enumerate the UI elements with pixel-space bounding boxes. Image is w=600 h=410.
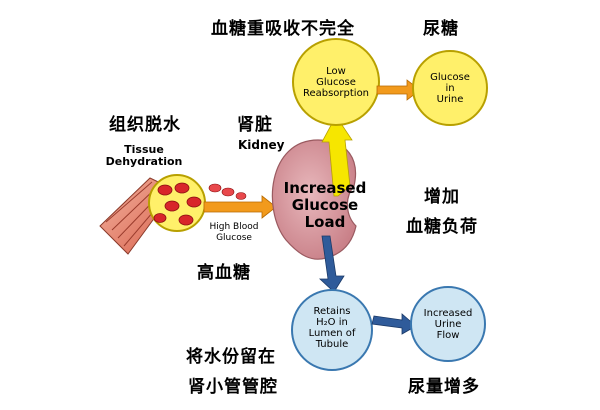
retains-line1: Retains xyxy=(313,306,351,317)
label-tissue-en-line2: Dehydration xyxy=(105,155,183,168)
urine-flow-node xyxy=(410,286,486,362)
label-glycosuria-zh: 尿糖 xyxy=(423,19,459,39)
glucose-urine-line1: Glucose xyxy=(430,72,470,83)
arrow-to-urine-flow xyxy=(371,313,417,335)
label-hbg-line2: Glucose xyxy=(216,233,252,243)
low-reabsorption-text: Low Glucose Reabsorption xyxy=(293,66,379,99)
label-increase-zh-1: 增加 xyxy=(424,187,460,207)
label-hbg-line1: High Blood xyxy=(209,222,259,232)
low-reabs-line3: Reabsorption xyxy=(302,88,370,99)
low-reabs-line1: Low xyxy=(326,66,346,77)
glucose-urine-text: Glucose in Urine xyxy=(416,72,484,105)
label-kidney-zh: 肾脏 xyxy=(237,115,273,135)
label-tissue-en: Tissue Dehydration xyxy=(104,144,184,168)
urine-flow-line1: Increased xyxy=(423,308,473,319)
arrow-to-kidney xyxy=(203,195,277,219)
low-reabsorption-node xyxy=(292,38,380,126)
label-hyperglycemia-zh: 高血糖 xyxy=(197,263,251,283)
label-tissue-en-line1: Tissue xyxy=(124,143,164,156)
retains-line4: Tubule xyxy=(315,339,349,350)
label-tissue-zh: 组织脱水 xyxy=(109,115,181,135)
urine-flow-line2: Urine xyxy=(434,319,462,330)
load-line3: Load xyxy=(304,213,346,231)
blood-vessel-icon xyxy=(148,174,206,232)
urine-flow-line3: Flow xyxy=(436,330,460,341)
blood-cells-icon xyxy=(208,183,247,200)
label-retain-zh-1: 将水份留在 xyxy=(186,347,276,367)
retains-line3: Lumen of xyxy=(308,328,356,339)
urine-flow-text: Increased Urine Flow xyxy=(414,308,482,341)
label-top-zh: 血糖重吸收不完全 xyxy=(211,19,355,39)
label-polyuria-zh: 尿量增多 xyxy=(408,377,480,397)
low-reabs-line2: Glucose xyxy=(316,77,356,88)
load-line1: Increased xyxy=(283,179,367,197)
label-high-blood-glucose: High Blood Glucose xyxy=(198,222,270,244)
glucose-urine-node xyxy=(412,50,488,126)
label-retain-zh-2: 肾小管管腔 xyxy=(188,377,278,397)
retains-line2: H₂O in xyxy=(316,317,348,328)
glucose-urine-line2: in xyxy=(445,83,455,94)
label-increase-zh-2: 血糖负荷 xyxy=(406,217,478,237)
glucose-urine-line3: Urine xyxy=(436,94,464,105)
label-kidney-en: Kidney xyxy=(238,138,285,152)
retains-text: Retains H₂O in Lumen of Tubule xyxy=(294,306,370,350)
arrow-to-retains xyxy=(318,235,345,293)
retains-node xyxy=(291,289,373,371)
load-line2: Glucose xyxy=(291,196,359,214)
increased-glucose-load-text: Increased Glucose Load xyxy=(270,180,380,231)
